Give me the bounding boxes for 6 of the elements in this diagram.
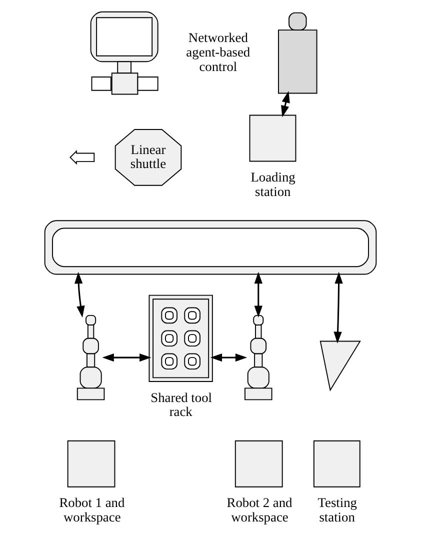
node-label: Shared tool rack xyxy=(150,390,212,420)
node-label: Loading station xyxy=(250,170,296,199)
node-label: Testing station xyxy=(318,495,357,525)
node-label: Networked agent-based control xyxy=(186,30,250,74)
node-label: Robot 1 and workspace xyxy=(59,495,125,525)
node-label: Robot 2 and workspace xyxy=(226,495,292,525)
